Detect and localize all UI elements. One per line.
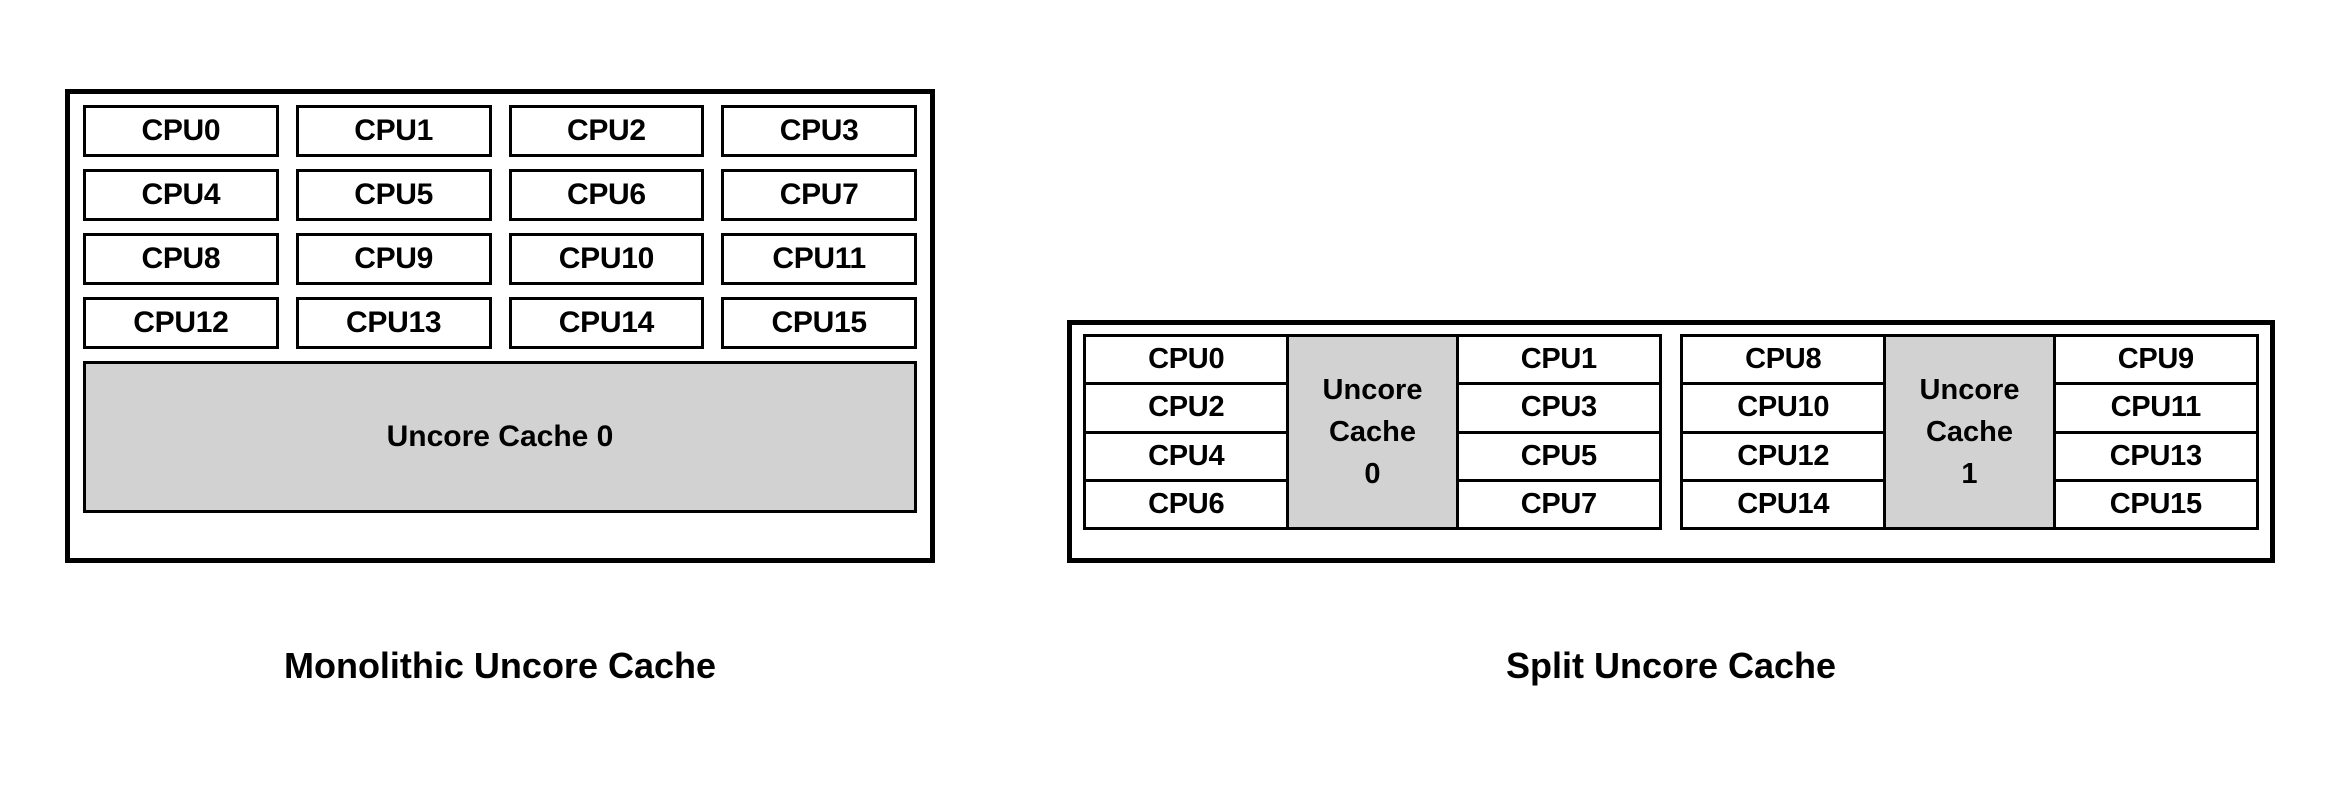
uncore-cache-label-line3: 1 xyxy=(1961,458,1978,491)
uncore-cache-label-line2: Cache xyxy=(1925,415,2014,448)
cpu-box: CPU14 xyxy=(508,297,705,349)
split-group: CPU8 CPU10 CPU12 CPU14 Uncore Cache 1 CP… xyxy=(1680,334,2259,530)
cpu-box: CPU3 xyxy=(721,105,917,157)
cpu-box: CPU11 xyxy=(2055,385,2256,434)
cpu-box: CPU6 xyxy=(1086,481,1287,527)
cpu-box: CPU4 xyxy=(83,169,279,221)
cpu-box: CPU9 xyxy=(2055,337,2256,386)
cpu-box: CPU12 xyxy=(83,297,279,349)
cpu-box: CPU2 xyxy=(1086,385,1287,434)
uncore-cache-block: Uncore Cache 0 xyxy=(83,361,917,513)
uncore-cache-label-line2: Cache xyxy=(1328,415,1417,448)
cpu-box: CPU13 xyxy=(2055,433,2256,482)
cpu-box: CPU7 xyxy=(1458,481,1659,527)
cpu-box: CPU9 xyxy=(295,233,492,285)
uncore-cache-block: Uncore Cache 0 xyxy=(1289,337,1456,527)
split-uncore-cache-figure: CPU0 CPU2 CPU4 CPU6 Uncore Cache 0 CPU1 … xyxy=(1067,320,2275,563)
split-group-right-column: CPU1 CPU3 CPU5 CPU7 xyxy=(1455,337,1659,527)
cpu-box: CPU15 xyxy=(2055,481,2256,527)
monolithic-cpu-grid: CPU0 CPU1 CPU2 CPU3 CPU4 CPU5 CPU6 CPU7 … xyxy=(83,105,917,349)
cpu-box: CPU14 xyxy=(1683,481,1884,527)
cpu-box: CPU1 xyxy=(295,105,492,157)
cpu-box: CPU5 xyxy=(295,169,492,221)
cpu-box: CPU6 xyxy=(508,169,705,221)
cpu-box: CPU4 xyxy=(1086,433,1287,482)
monolithic-figure-caption: Monolithic Uncore Cache xyxy=(283,645,717,686)
split-group-right-column: CPU9 CPU11 CPU13 CPU15 xyxy=(2052,337,2256,527)
split-figure-caption: Split Uncore Cache xyxy=(1505,645,1837,686)
cpu-box: CPU0 xyxy=(83,105,279,157)
uncore-cache-label-line1: Uncore xyxy=(1322,373,1423,406)
split-group-left-column: CPU0 CPU2 CPU4 CPU6 xyxy=(1086,337,1290,527)
uncore-cache-block: Uncore Cache 1 xyxy=(1886,337,2053,527)
cpu-box: CPU8 xyxy=(83,233,279,285)
cpu-box: CPU5 xyxy=(1458,433,1659,482)
uncore-cache-label-line1: Uncore xyxy=(1919,373,2020,406)
cpu-box: CPU1 xyxy=(1458,337,1659,386)
cpu-box: CPU13 xyxy=(295,297,492,349)
cpu-box: CPU10 xyxy=(508,233,705,285)
cpu-box: CPU2 xyxy=(508,105,705,157)
cpu-box: CPU12 xyxy=(1683,433,1884,482)
split-group-left-column: CPU8 CPU10 CPU12 CPU14 xyxy=(1683,337,1887,527)
cpu-box: CPU15 xyxy=(721,297,917,349)
cpu-box: CPU10 xyxy=(1683,385,1884,434)
cpu-box: CPU11 xyxy=(721,233,917,285)
split-group: CPU0 CPU2 CPU4 CPU6 Uncore Cache 0 CPU1 … xyxy=(1083,334,1662,530)
uncore-cache-label-line3: 0 xyxy=(1364,458,1381,491)
monolithic-uncore-cache-figure: CPU0 CPU1 CPU2 CPU3 CPU4 CPU5 CPU6 CPU7 … xyxy=(65,89,935,563)
cpu-box: CPU3 xyxy=(1458,385,1659,434)
cpu-box: CPU7 xyxy=(721,169,917,221)
cpu-box: CPU0 xyxy=(1086,337,1287,386)
split-group-container: CPU0 CPU2 CPU4 CPU6 Uncore Cache 0 CPU1 … xyxy=(1083,334,2259,530)
cpu-box: CPU8 xyxy=(1683,337,1884,386)
